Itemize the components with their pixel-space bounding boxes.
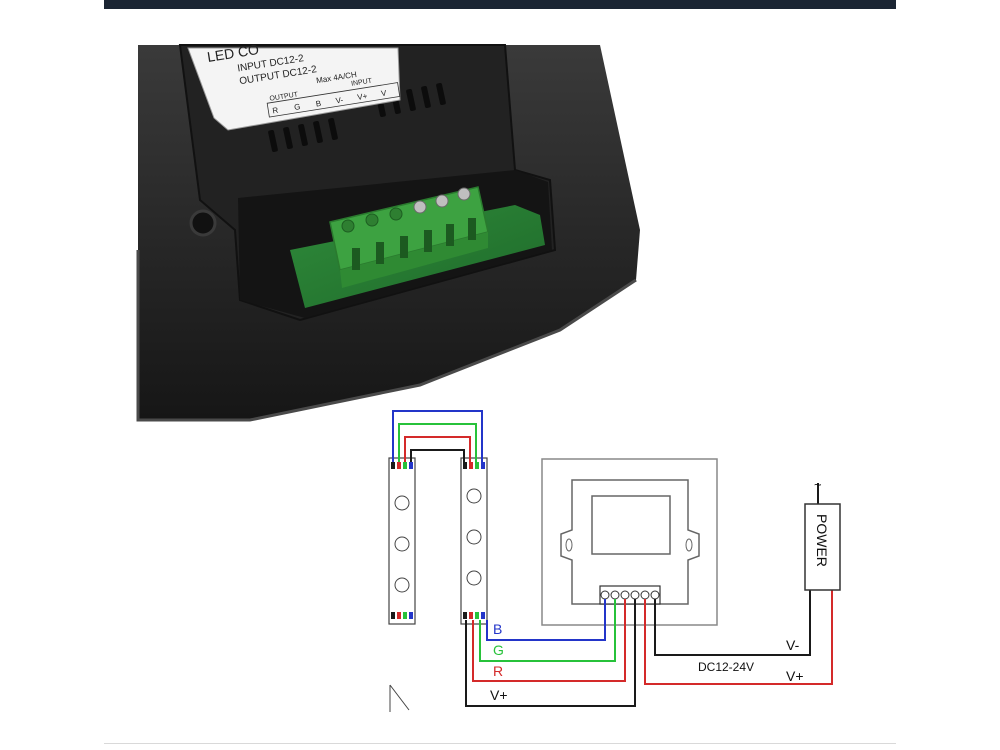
label-terminal-v: V [380, 88, 387, 98]
label-terminal-r: R [272, 106, 279, 116]
mounting-hole [189, 209, 217, 237]
label-terminal-b: B [315, 99, 322, 109]
supply-label-vplus: V+ [786, 668, 804, 684]
controller-panel [541, 458, 718, 626]
led-strip-right [460, 457, 488, 625]
wiring-diagram: POWER ~ B G R V+ V- V+ DC12-24V [388, 410, 841, 712]
supply-label-vminus: V- [786, 637, 800, 653]
terminal-block [329, 186, 489, 288]
device-photo: LED CO INPUT DC12-2 OUTPUT DC12-2 Max 4A… [136, 41, 640, 422]
top-bar [104, 0, 896, 9]
power-label: POWER [814, 514, 830, 567]
wire-label-vplus: V+ [490, 687, 508, 703]
label-terminal-vplus: V+ [357, 92, 369, 103]
plate-edge [136, 250, 637, 422]
supply-wires [644, 483, 833, 685]
led-strip-left [388, 457, 416, 625]
arrow-cursor-icon [389, 684, 410, 712]
label-input-group: INPUT [351, 78, 374, 88]
ac-symbol: ~ [814, 477, 822, 492]
strip-jumper-wires [392, 410, 483, 462]
bottom-divider [104, 743, 896, 744]
vents-left [268, 117, 338, 153]
label-terminal-g: G [293, 102, 301, 112]
voltage-label: DC12-24V [698, 660, 754, 674]
wire-label-b: B [493, 621, 502, 637]
product-label: LED CO INPUT DC12-2 OUTPUT DC12-2 Max 4A… [187, 41, 401, 131]
wire-label-r: R [493, 663, 503, 679]
label-output-group: OUTPUT [269, 91, 299, 103]
label-terminal-vminus: V- [335, 95, 344, 105]
power-supply: POWER ~ [804, 477, 841, 591]
wire-label-g: G [493, 642, 504, 658]
output-wires [465, 599, 636, 707]
